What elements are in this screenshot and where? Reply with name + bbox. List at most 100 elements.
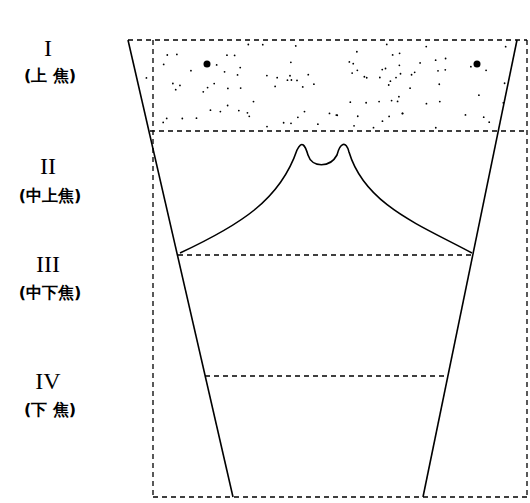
stipple-dot <box>137 90 139 92</box>
stipple-dot <box>395 77 397 79</box>
stipple-dot <box>444 69 446 71</box>
stipple-dot <box>216 64 218 66</box>
stipple-dot <box>400 73 402 75</box>
stipple-dot <box>349 101 351 103</box>
large-dot <box>474 61 481 68</box>
section-numeral: I <box>44 35 52 62</box>
left-dashed-border <box>152 40 153 498</box>
stipple-dot <box>365 102 367 104</box>
stipple-dot <box>389 80 391 82</box>
section-numeral: III <box>36 251 60 278</box>
top-dashed-line <box>128 39 527 40</box>
stipple-dot <box>348 61 350 63</box>
stipple-dot <box>296 80 298 82</box>
stipple-dot <box>381 69 383 71</box>
stipple-dot <box>213 83 215 85</box>
stipple-dot <box>426 103 428 105</box>
stipple-dot <box>247 44 249 46</box>
stipple-dot <box>379 77 381 79</box>
stipple-dots <box>133 44 515 129</box>
stipple-dot <box>388 84 390 86</box>
stipple-dot <box>274 85 276 87</box>
diaphragm-curve <box>180 144 472 253</box>
stipple-dot <box>207 87 209 89</box>
stipple-dot <box>290 122 292 124</box>
stipple-dot <box>190 70 192 72</box>
stipple-dot <box>295 45 297 47</box>
section-name: (中上焦) <box>19 186 82 207</box>
stipple-dot <box>226 54 228 56</box>
section-numeral: II <box>40 153 56 180</box>
stipple-dot <box>162 122 164 124</box>
stipple-dot <box>402 113 404 115</box>
stipple-dot <box>419 62 421 64</box>
divider-line <box>150 130 527 131</box>
stipple-dot <box>224 71 226 73</box>
stipple-dot <box>290 61 292 63</box>
stipple-dot <box>391 100 393 102</box>
stipple-dot <box>351 72 353 74</box>
stipple-dot <box>363 76 365 78</box>
stipple-dot <box>219 111 221 113</box>
stipple-dot <box>135 97 137 99</box>
stipple-dot <box>409 87 411 89</box>
stipple-dot <box>335 114 337 116</box>
stipple-dot <box>266 126 268 128</box>
stipple-dot <box>317 123 319 125</box>
stipple-dot <box>146 77 148 79</box>
stipple-dot <box>366 77 368 79</box>
stipple-dot <box>435 127 437 129</box>
stipple-dot <box>237 74 239 76</box>
stipple-dot <box>352 63 354 65</box>
stipple-dot <box>388 116 390 118</box>
stipple-dot <box>483 116 485 118</box>
stipple-dot <box>227 87 229 89</box>
stipple-dot <box>166 118 168 120</box>
section-numeral: IV <box>35 368 60 395</box>
stipple-dot <box>163 64 165 66</box>
divider-line <box>178 254 472 255</box>
stipple-dot <box>397 101 399 103</box>
stipple-dot <box>504 82 506 84</box>
stipple-dot <box>399 52 401 54</box>
stipple-dot <box>238 110 240 112</box>
stipple-dot <box>385 68 387 70</box>
stipple-dot <box>398 64 400 66</box>
stipple-dot <box>210 109 212 111</box>
stipple-dot <box>373 127 375 129</box>
stipple-dot <box>357 115 359 117</box>
stipple-dot <box>302 86 304 88</box>
stipple-dot <box>356 51 358 53</box>
stipple-dot <box>485 69 487 71</box>
stipple-dot <box>172 83 174 85</box>
stipple-dot <box>401 113 403 115</box>
stipple-dot <box>307 74 309 76</box>
stipple-dot <box>505 46 507 48</box>
stipple-dot <box>248 115 250 117</box>
stipple-dot <box>378 101 380 103</box>
stipple-dot <box>276 77 278 79</box>
stipple-dot <box>414 71 416 73</box>
stipple-dot <box>313 83 315 85</box>
stipple-dot <box>445 58 447 60</box>
stipple-dot <box>166 54 168 56</box>
stipple-dot <box>488 121 490 123</box>
stipple-dot <box>179 85 181 87</box>
stipple-dot <box>304 111 306 113</box>
stipple-dot <box>227 105 229 107</box>
stipple-dot <box>176 53 178 55</box>
bottom-dashed-border <box>153 496 527 497</box>
stipple-dot <box>512 84 514 86</box>
stipple-dot <box>196 117 198 119</box>
stipple-dot <box>336 114 338 116</box>
stipple-dot <box>382 120 384 122</box>
stipple-dot <box>439 101 441 103</box>
stipple-dot <box>438 83 440 85</box>
stipple-dot <box>478 94 480 96</box>
trunk-outline <box>128 40 233 497</box>
stipple-dot <box>470 66 472 68</box>
stipple-dot <box>283 122 285 124</box>
stipple-dot <box>398 96 400 98</box>
